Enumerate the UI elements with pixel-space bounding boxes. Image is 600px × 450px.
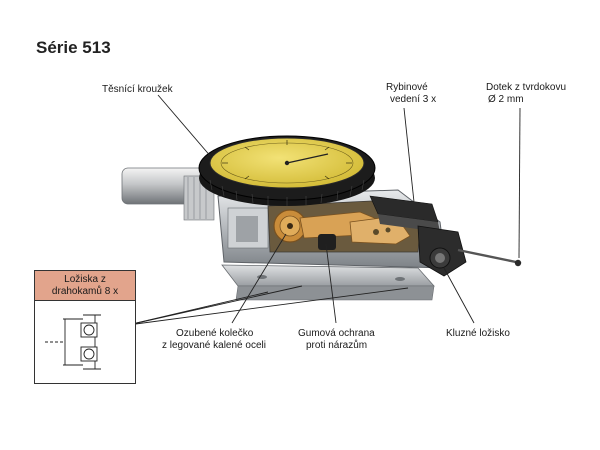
base-plate: [221, 264, 435, 301]
label-dovetail-guide-line2: vedení 3 x: [390, 94, 437, 105]
leader-dotek: [518, 107, 521, 259]
leader-kluzne: [443, 267, 475, 324]
bearing-cross-section: [45, 314, 101, 370]
leader-gumova: [325, 243, 337, 324]
inset-title-line2: drahokamů 8 x: [51, 286, 119, 297]
rubber-shock-guard: [318, 234, 336, 250]
label-rubber-guard-line2: proti nárazům: [306, 340, 368, 351]
inset-header: Ložiska z drahokamů 8 x: [35, 271, 135, 301]
label-gear-line2: z legované kalené oceli: [162, 340, 266, 351]
label-sliding-bearing: Kluzné ložisko: [446, 328, 510, 339]
leader-lines: [127, 94, 521, 326]
leader-ozubene: [231, 233, 287, 324]
label-gear-line1: Ozubené kolečko: [176, 328, 254, 339]
label-dovetail-guide-line1: Rybinové: [386, 82, 428, 93]
leader-rybinove: [403, 107, 415, 203]
leader-tesnici: [157, 94, 213, 159]
pivot-assembly: [417, 225, 522, 277]
dial: [198, 135, 376, 206]
inset-title-line1: Ložiska z: [64, 274, 106, 285]
label-rubber-guard-line1: Gumová ochrana: [298, 328, 375, 339]
leader-loziska-b: [127, 285, 303, 326]
carbide-tip: [514, 259, 522, 267]
inset-jewel-bearings: Ložiska z drahokamů 8 x: [34, 270, 136, 384]
label-carbide-tip-line2: Ø 2 mm: [488, 94, 524, 105]
page-title: Série 513: [36, 38, 111, 57]
leader-loziska-c: [127, 287, 409, 326]
label-carbide-tip-line1: Dotek z tvrdokovu: [486, 82, 567, 93]
label-sealing-ring: Těsnící kroužek: [102, 84, 173, 95]
